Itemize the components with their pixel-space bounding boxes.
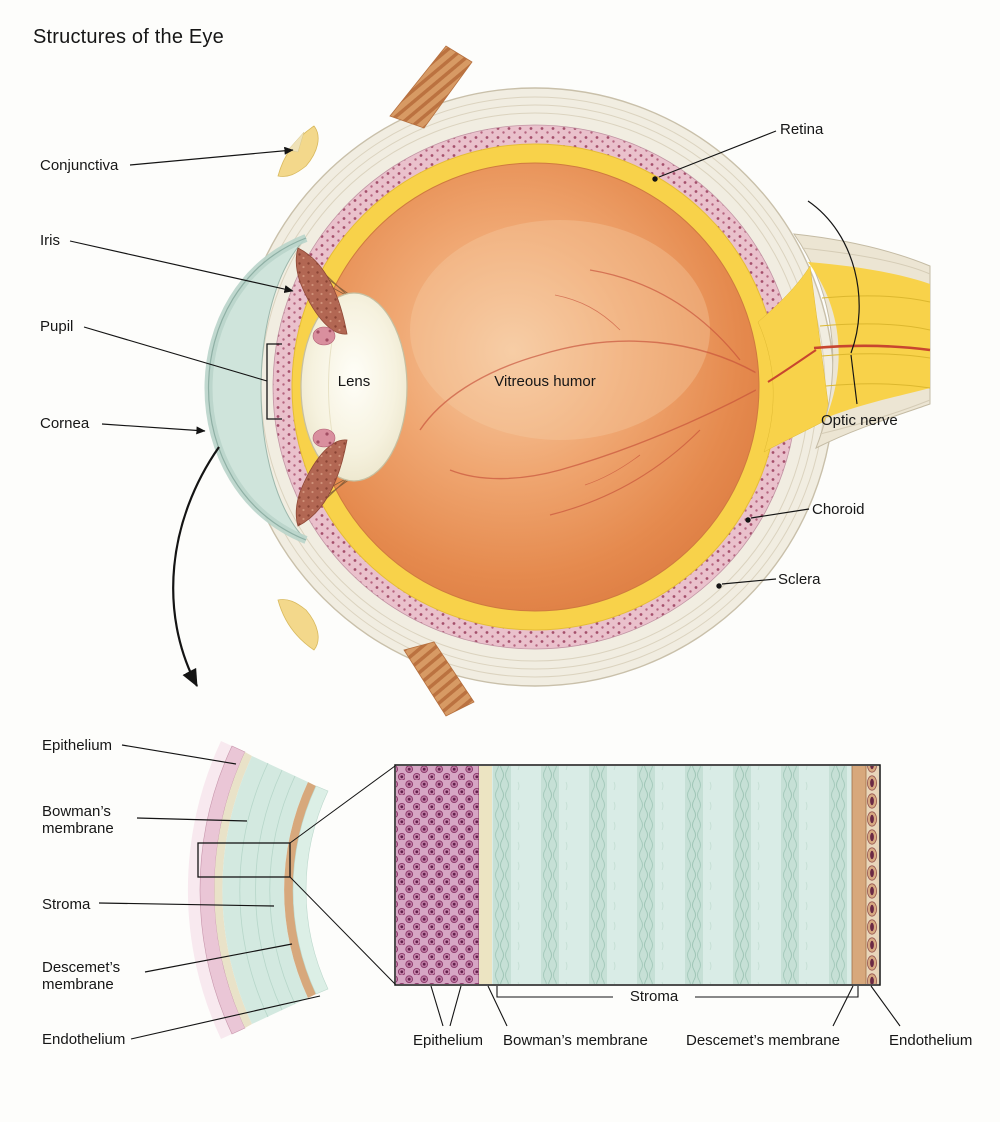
histology-label-endothelium: Endothelium (889, 1032, 973, 1049)
inset-label-epithelium: Epithelium (42, 737, 113, 754)
label-lens: Lens (337, 373, 371, 390)
sclera-pointer-dot (716, 583, 722, 589)
extraocular-muscles (389, 45, 475, 717)
magnifier-connector-bottom (289, 876, 396, 985)
histology-label-descemets-membrane: Descemet’s membrane (686, 1032, 840, 1049)
histology-epithelium-leader-right (449, 985, 462, 1027)
inset-descemets-layer (284, 782, 316, 998)
eyeball (235, 87, 835, 687)
histology-endothelium-band (866, 766, 879, 984)
histology-epithelium-band (396, 766, 479, 984)
histology-panel-border (394, 764, 881, 986)
histology-label-epithelium: Epithelium (412, 1032, 484, 1049)
page-title: Structures of the Eye (33, 26, 224, 48)
optic-nerve-fibers (808, 262, 930, 418)
histology-label-stroma: Stroma (629, 988, 679, 1005)
inset-bowmans-layer (214, 752, 252, 1028)
histology-descemets-leader-line (832, 985, 854, 1027)
retina-leader-line (658, 130, 777, 178)
histology-endothelium-leader-line (870, 985, 901, 1027)
sclera-leader-line (721, 578, 777, 585)
histology-panel (394, 764, 881, 986)
histology-bowmans-band (479, 766, 492, 984)
ciliary-body (312, 326, 336, 448)
histology-label-bowmans-membrane: Bowman’s membrane (503, 1032, 648, 1049)
cornea-zoom-arrow (172, 446, 220, 687)
label-iris: Iris (40, 232, 60, 249)
central-retinal-artery (813, 344, 931, 352)
inset-endothelium-leader-line (130, 995, 321, 1040)
magnifier-connector-top (289, 765, 396, 844)
inset-label-bowmans-membrane: Bowman’s membrane (42, 803, 114, 838)
histology-bowmans-leader-line (487, 985, 508, 1027)
stroma-bracket (496, 986, 859, 998)
conjunctiva-leader-line (129, 146, 294, 166)
inset-stroma-leader-line (98, 902, 275, 907)
cornea-inset (187, 741, 396, 1039)
inset-epithelium-leader-line (121, 744, 237, 765)
magnified-region-box (197, 842, 291, 878)
label-pupil: Pupil (40, 318, 74, 335)
retinal-vessels (419, 269, 756, 516)
inset-label-endothelium: Endothelium (42, 1031, 126, 1048)
label-sclera: Sclera (778, 571, 821, 588)
optic-nerve-shape (757, 233, 931, 453)
label-choroid: Choroid (812, 501, 865, 518)
anterior-segment (204, 234, 408, 544)
label-vitreous-humor: Vitreous humor (494, 373, 596, 390)
pupil-bracket (266, 343, 282, 420)
inset-descemets-leader-line (144, 943, 293, 973)
label-cornea: Cornea (40, 415, 90, 432)
pupil-leader-line (83, 326, 268, 382)
choroid-leader-line (750, 508, 810, 519)
inset-bowmans-leader-line (136, 817, 248, 822)
inset-label-stroma: Stroma (42, 896, 91, 913)
label-optic-nerve: Optic nerve (821, 412, 898, 429)
cornea-leader-line (101, 423, 206, 435)
label-conjunctiva: Conjunctiva (40, 157, 119, 174)
retina-pointer-dot (652, 176, 658, 182)
histology-stroma-band (492, 766, 852, 984)
cornea-shape (207, 237, 307, 541)
histology-epithelium-leader-left (430, 985, 444, 1027)
inset-stroma-layer (222, 756, 308, 1024)
iris-leader-line (69, 240, 294, 294)
inset-label-descemets-membrane: Descemet’s membrane (42, 959, 121, 994)
optic-nerve-brace-arc (807, 200, 860, 354)
leader-lines (69, 130, 901, 1040)
inset-endothelium-layer (292, 785, 329, 995)
histology-descemets-band (852, 766, 866, 984)
choroid-pointer-dot (745, 517, 751, 523)
optic-nerve-leader-line (850, 354, 858, 405)
label-retina: Retina (780, 121, 824, 138)
